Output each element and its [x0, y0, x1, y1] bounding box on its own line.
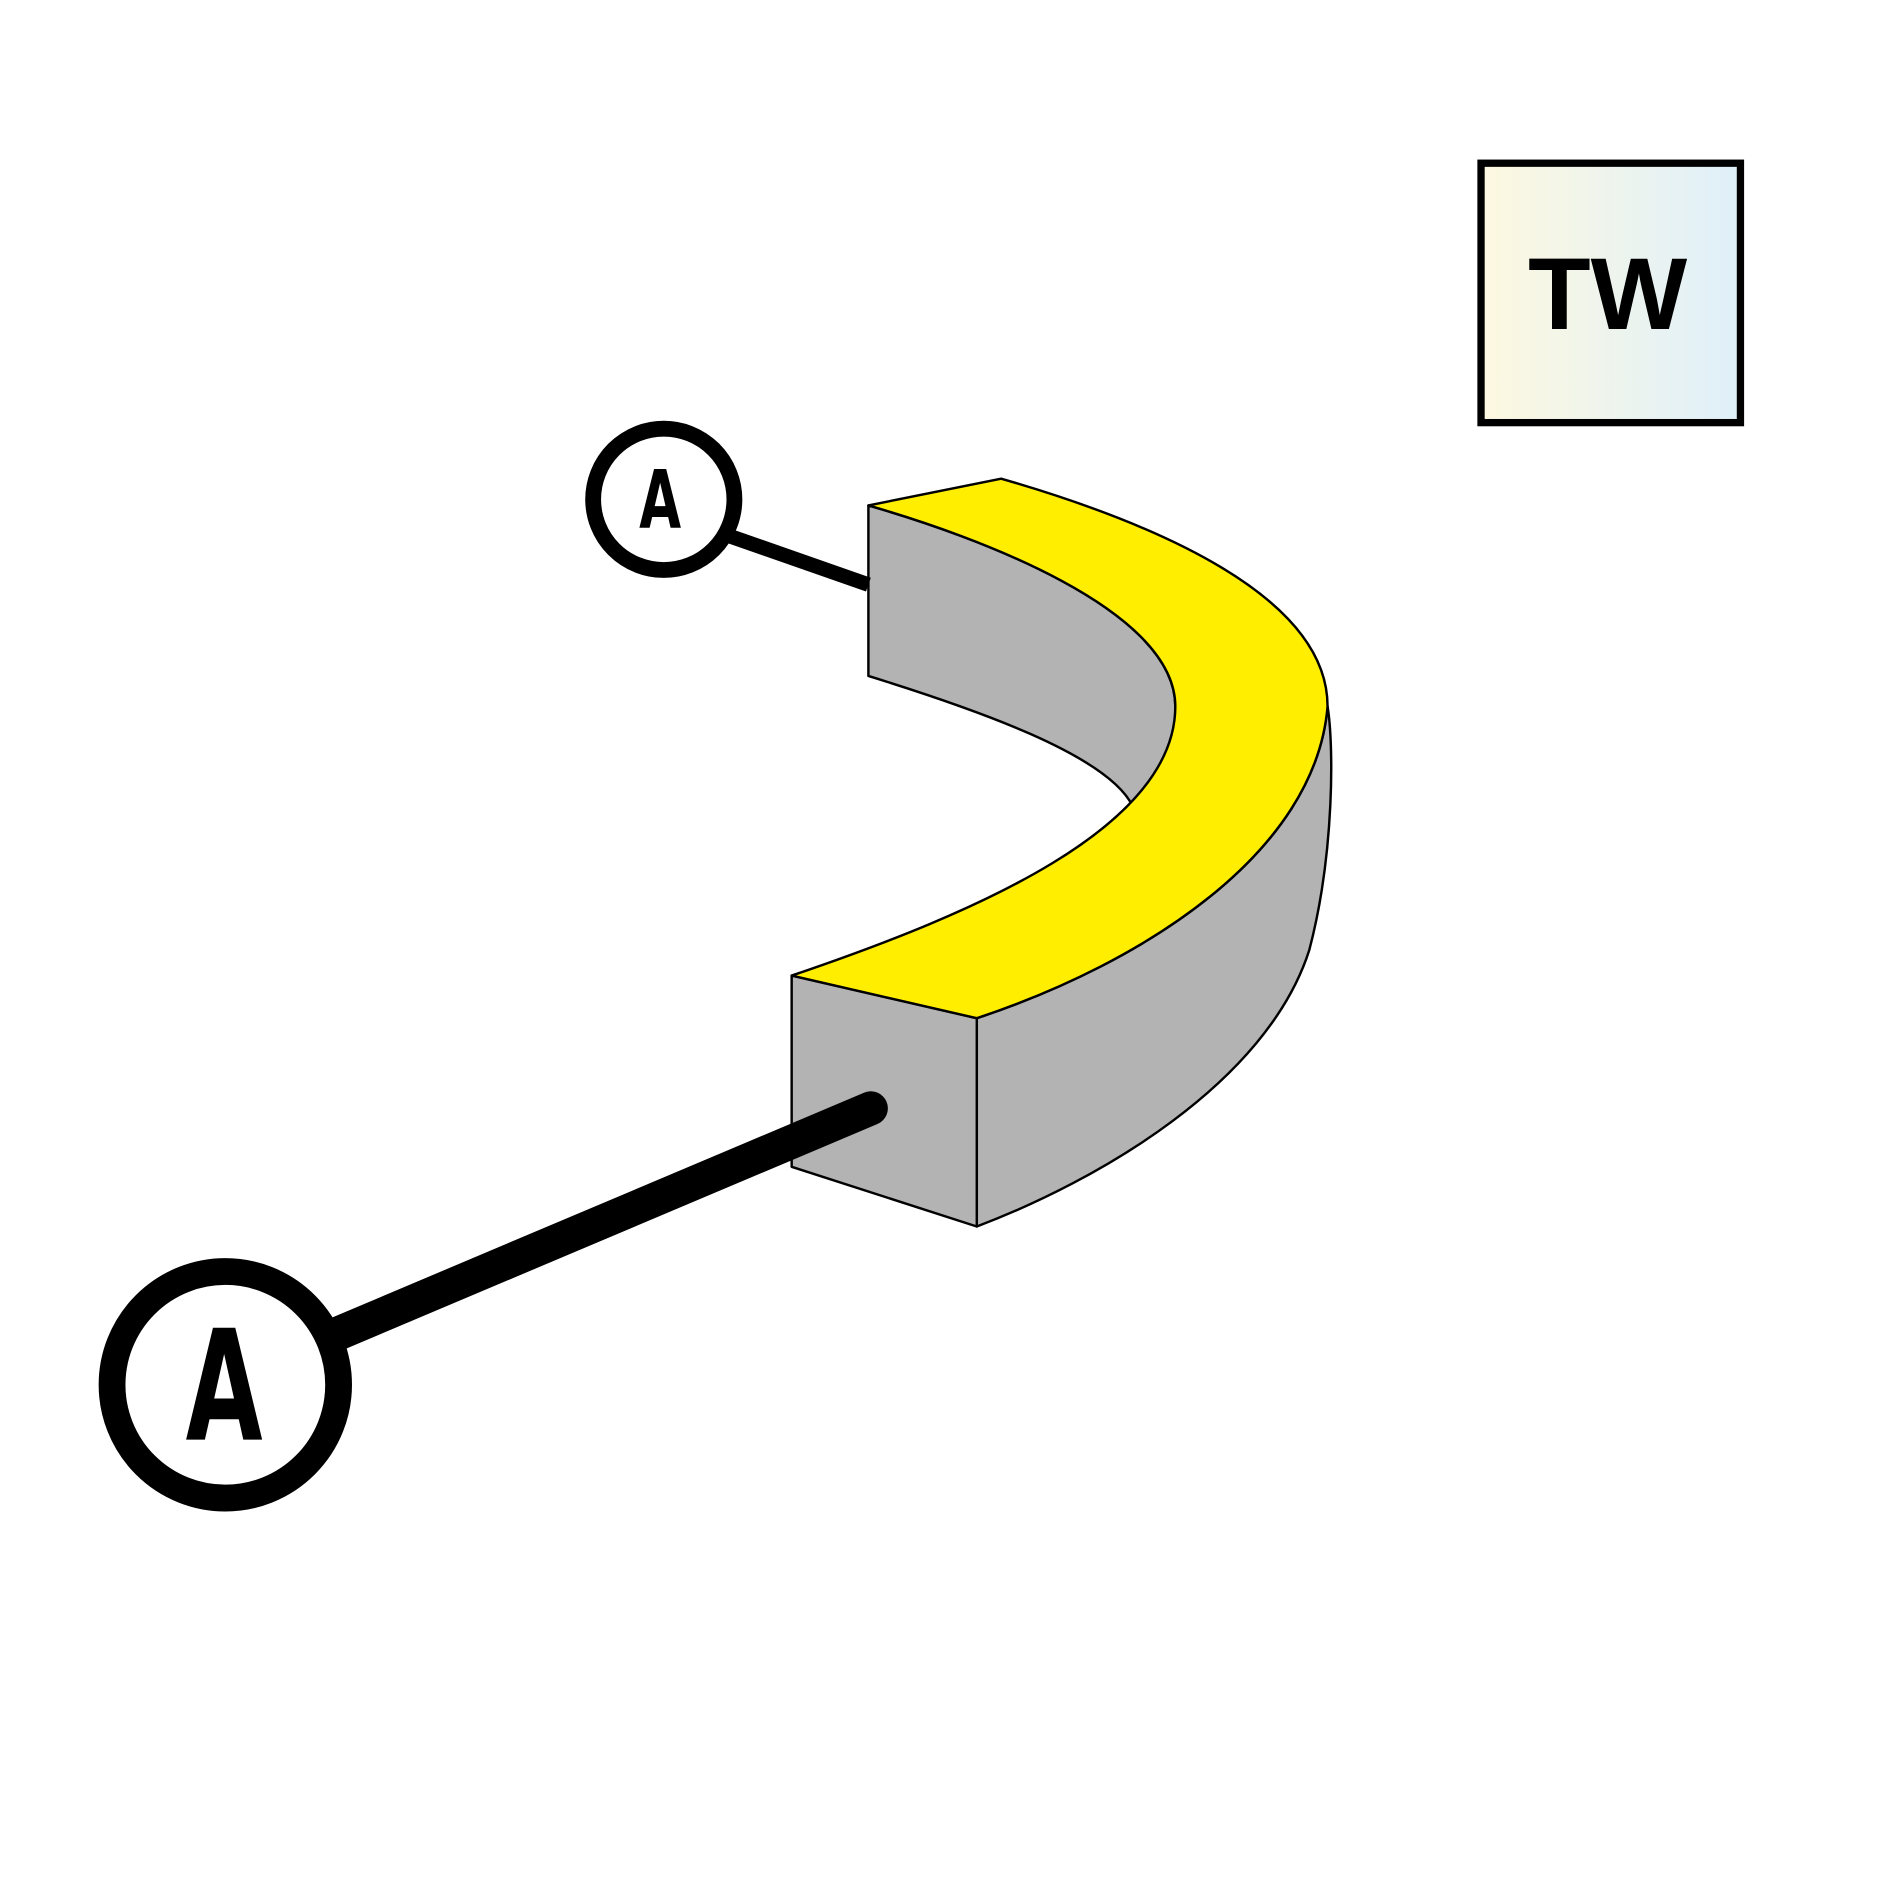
tw-badge-label: TW: [1528, 236, 1687, 351]
leader-line-large: [263, 1091, 888, 1376]
callout-small: A: [585, 420, 871, 592]
callout-circle-large: [98, 1258, 352, 1512]
tw-badge: TW: [1477, 159, 1745, 427]
callout-large: A: [98, 1091, 888, 1512]
callout-label-large: A: [186, 1297, 263, 1476]
curved-profile: [790, 477, 1333, 1228]
callout-circle-small: [585, 420, 743, 578]
callout-label-small: A: [639, 453, 681, 547]
top-face: [790, 477, 1329, 1020]
